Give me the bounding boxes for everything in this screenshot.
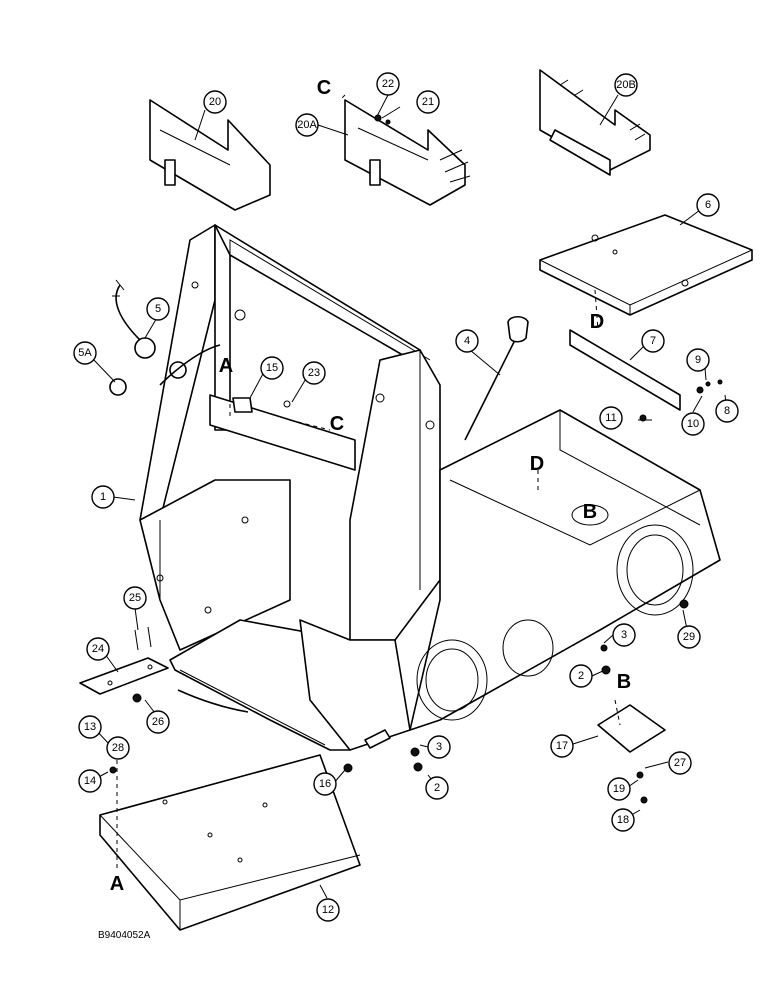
callout-26: 26 [146, 710, 170, 734]
part-20b-bracket [539, 69, 651, 176]
part-24-hinge-plate [79, 626, 169, 695]
part-6-cover-plate [539, 214, 753, 316]
callout-label: 16 [319, 778, 331, 790]
callout-label: 13 [84, 721, 96, 733]
part-12-skid-plate [99, 754, 361, 931]
callout-label: 21 [422, 96, 434, 108]
callout-label: 20A [297, 119, 317, 131]
callout-label: 26 [152, 716, 164, 728]
callout-label: 10 [687, 418, 699, 430]
callout-label: 25 [129, 592, 141, 604]
part-4-dipstick [464, 315, 529, 441]
callout-label: 15 [266, 362, 278, 374]
part-20-bracket [149, 99, 271, 211]
callout-5a: 5A [73, 341, 97, 365]
callout-2b: 2 [569, 664, 593, 688]
callout-21: 21 [416, 90, 440, 114]
callout-4: 4 [455, 329, 479, 353]
callout-1: 1 [91, 485, 115, 509]
callout-8: 8 [715, 399, 739, 423]
callout-label: 17 [556, 740, 568, 752]
callout-24: 24 [86, 637, 110, 661]
callout-label: 19 [613, 783, 625, 795]
callout-label: 11 [605, 412, 616, 424]
callout-14: 14 [78, 769, 102, 793]
callout-label: 20B [616, 79, 636, 91]
callout-label: 27 [674, 757, 686, 769]
callout-7: 7 [641, 329, 665, 353]
ref-letter-c-lower: C [330, 413, 344, 435]
callout-label: 18 [617, 814, 629, 826]
callout-label: 8 [724, 405, 730, 417]
callout-label: 24 [92, 643, 104, 655]
part-5-gauges [109, 279, 221, 396]
callout-29: 29 [677, 625, 701, 649]
callout-3a: 3 [427, 735, 451, 759]
callout-10: 10 [681, 412, 705, 436]
callout-label: 5A [78, 347, 92, 359]
callout-label: 3 [621, 629, 627, 641]
hardware-fasteners [109, 114, 723, 804]
ref-letter-b-lower: B [617, 671, 631, 693]
callout-label: 14 [84, 775, 96, 787]
callout-23: 23 [302, 361, 326, 385]
part-17-access-plate [597, 704, 666, 753]
callout-17: 17 [550, 734, 574, 758]
ref-letter-d-lower: D [530, 453, 544, 475]
callout-27: 27 [668, 751, 692, 775]
callout-12: 12 [316, 898, 340, 922]
callout-label: 9 [695, 354, 701, 366]
ref-letter-c-upper: C [317, 77, 331, 99]
arrow-curve [177, 689, 249, 713]
callout-22: 22 [376, 72, 400, 96]
ref-letter-a-upper: A [219, 355, 233, 377]
callout-label: 28 [112, 742, 124, 754]
callout-2a: 2 [425, 776, 449, 800]
callout-11: 11 [599, 406, 623, 430]
part-7-strip [569, 329, 681, 411]
callout-19: 19 [607, 777, 631, 801]
callout-13: 13 [78, 715, 102, 739]
callout-label: 1 [100, 491, 106, 503]
part-15-latch [232, 397, 291, 413]
callout-label: 2 [578, 670, 584, 682]
callout-label: 4 [464, 335, 470, 347]
ref-letter-a-lower: A [110, 873, 124, 895]
callout-15: 15 [260, 356, 284, 380]
callout-label: 6 [705, 199, 711, 211]
callout-label: 5 [155, 303, 161, 315]
callout-18: 18 [611, 808, 635, 832]
ref-letter-b-upper: B [583, 501, 597, 523]
callout-label: 12 [322, 904, 334, 916]
callout-label: 2 [434, 782, 440, 794]
callout-label: 22 [382, 78, 394, 90]
callout-20b: 20B [614, 73, 638, 97]
part-20a-bracket [344, 99, 471, 206]
callout-20a: 20A [295, 113, 319, 137]
callout-label: 23 [308, 367, 320, 379]
alignment-lines [116, 94, 621, 870]
callout-20: 20 [203, 90, 227, 114]
callout-label: 20 [209, 96, 221, 108]
callout-label: 7 [650, 335, 656, 347]
callout-5: 5 [146, 297, 170, 321]
callout-3b: 3 [612, 623, 636, 647]
callout-6: 6 [696, 193, 720, 217]
callout-label: 29 [683, 631, 695, 643]
callout-28: 28 [106, 736, 130, 760]
drawing-number: B9404052A [98, 930, 151, 941]
ref-letter-d-upper: D [590, 311, 604, 333]
callout-16: 16 [313, 772, 337, 796]
callout-label: 3 [436, 741, 442, 753]
callout-25: 25 [123, 586, 147, 610]
callout-9: 9 [686, 348, 710, 372]
